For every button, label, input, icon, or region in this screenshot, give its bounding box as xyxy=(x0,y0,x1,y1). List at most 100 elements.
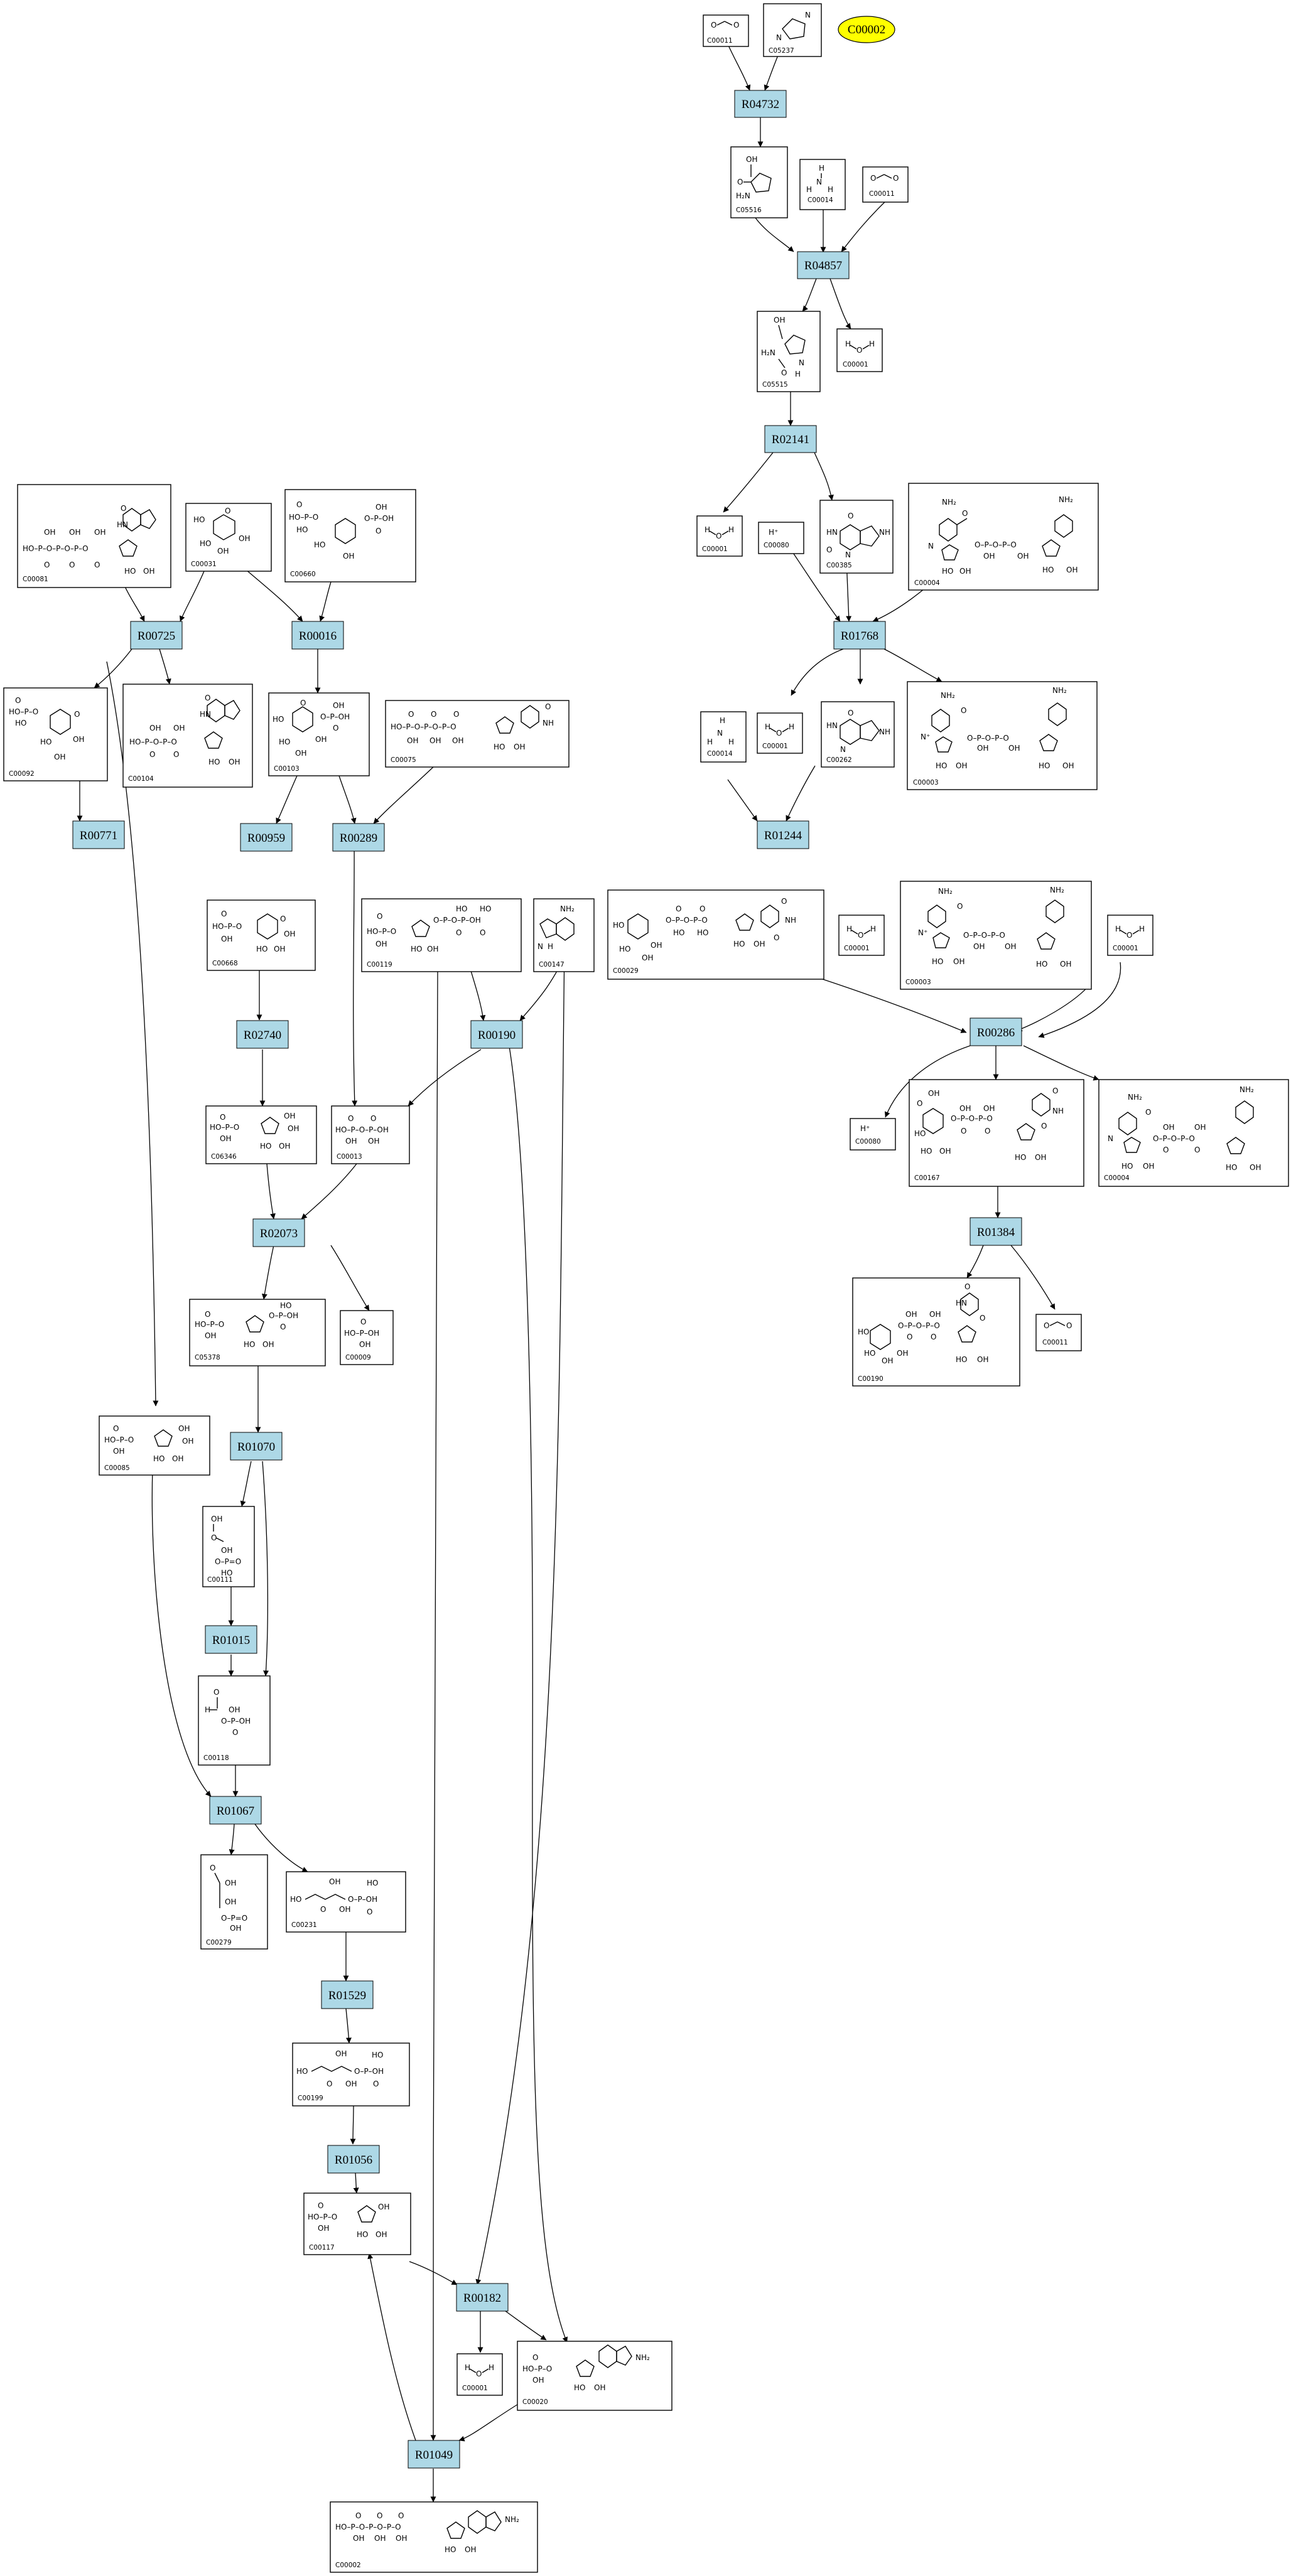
compound-c00001[interactable]: HOH C00001 xyxy=(757,712,803,754)
svg-text:HO: HO xyxy=(456,904,467,913)
reaction-r01067[interactable]: R01067 xyxy=(209,1796,262,1825)
edge xyxy=(1023,1045,1099,1081)
compound-c00262[interactable]: OHN NNH C00262 xyxy=(821,701,895,768)
reaction-r04732[interactable]: R04732 xyxy=(734,90,787,118)
reaction-r01049[interactable]: R01049 xyxy=(408,2440,460,2469)
reaction-r00190[interactable]: R00190 xyxy=(470,1020,523,1049)
reaction-r04857[interactable]: R04857 xyxy=(797,251,850,279)
svg-text:NH₂: NH₂ xyxy=(1050,886,1064,894)
compound-id: C00279 xyxy=(206,1939,232,1946)
reaction-r00182[interactable]: R00182 xyxy=(456,2283,509,2312)
reaction-r02740[interactable]: R02740 xyxy=(236,1020,289,1049)
reaction-r02073[interactable]: R02073 xyxy=(252,1218,305,1247)
compound-c00001[interactable]: HOH C00001 xyxy=(836,328,883,372)
svg-text:HN: HN xyxy=(956,1299,967,1307)
compound-c00009[interactable]: O HO–P–OH OH C00009 xyxy=(340,1310,394,1365)
compound-id: C00119 xyxy=(367,961,392,969)
reaction-r01529[interactable]: R01529 xyxy=(321,1980,374,2009)
compound-c00080[interactable]: H⁺ C00080 xyxy=(850,1118,896,1151)
reaction-r01768[interactable]: R01768 xyxy=(833,621,886,650)
svg-text:OH: OH xyxy=(929,1310,941,1319)
compound-c00080[interactable]: H⁺ C00080 xyxy=(758,522,804,554)
svg-text:HO: HO xyxy=(260,1142,271,1151)
reaction-r00286[interactable]: R00286 xyxy=(970,1017,1022,1046)
start-node-c00002[interactable]: C00002 xyxy=(838,16,895,43)
reaction-label: R02141 xyxy=(772,433,809,446)
edge xyxy=(1010,1245,1056,1310)
svg-text:OH: OH xyxy=(774,316,785,325)
svg-text:OH: OH xyxy=(514,743,525,751)
reaction-r00016[interactable]: R00016 xyxy=(291,621,344,650)
compound-id: C00014 xyxy=(808,196,833,204)
svg-text:O: O xyxy=(213,1688,219,1697)
compound-c00001[interactable]: HOH C00001 xyxy=(838,915,885,956)
svg-text:OH: OH xyxy=(329,1877,340,1886)
reaction-r00771[interactable]: R00771 xyxy=(72,820,125,849)
edge xyxy=(261,1245,274,1300)
compound-c00279[interactable]: O OH OHO–P=OOH C00279 xyxy=(200,1854,268,1950)
svg-text:OH: OH xyxy=(452,736,463,745)
reaction-r02141[interactable]: R02141 xyxy=(764,425,817,453)
reaction-r00959[interactable]: R00959 xyxy=(240,823,293,852)
svg-text:OH: OH xyxy=(262,1340,274,1349)
svg-text:HO: HO xyxy=(914,1129,926,1138)
reaction-r01384[interactable]: R01384 xyxy=(970,1217,1022,1246)
reaction-r01244[interactable]: R01244 xyxy=(757,820,809,849)
compound-c05237[interactable]: NN C05237 xyxy=(763,3,822,57)
reaction-r01015[interactable]: R01015 xyxy=(205,1625,257,1654)
svg-text:O: O xyxy=(113,1424,119,1433)
reaction-r00725[interactable]: R00725 xyxy=(130,621,183,650)
edge xyxy=(352,838,358,1107)
compound-c00001[interactable]: HOH C00001 xyxy=(456,2353,503,2396)
svg-text:O: O xyxy=(893,174,899,183)
svg-text:OH: OH xyxy=(651,941,662,950)
svg-text:H: H xyxy=(205,1705,210,1714)
compound-c05516[interactable]: OH O H₂N C05516 xyxy=(730,146,788,218)
edge xyxy=(841,200,887,252)
reaction-r00289[interactable]: R00289 xyxy=(332,823,385,852)
compound-c00118[interactable]: O H OHO–P–OHO C00118 xyxy=(198,1675,271,1766)
svg-text:O: O xyxy=(453,710,459,719)
svg-text:NH₂: NH₂ xyxy=(1059,495,1073,504)
reaction-r01070[interactable]: R01070 xyxy=(230,1432,283,1461)
compound-c00111[interactable]: OH O OHO–P=OHO C00111 xyxy=(202,1506,255,1587)
compound-c00001[interactable]: HOH C00001 xyxy=(1107,915,1153,956)
svg-text:OH: OH xyxy=(229,1705,240,1714)
reaction-r01056[interactable]: R01056 xyxy=(327,2145,380,2174)
compound-c00001[interactable]: HOH C00001 xyxy=(696,515,743,557)
svg-text:OH: OH xyxy=(315,735,327,744)
compound-c05515[interactable]: OH H₂N O NH C05515 xyxy=(757,311,821,392)
